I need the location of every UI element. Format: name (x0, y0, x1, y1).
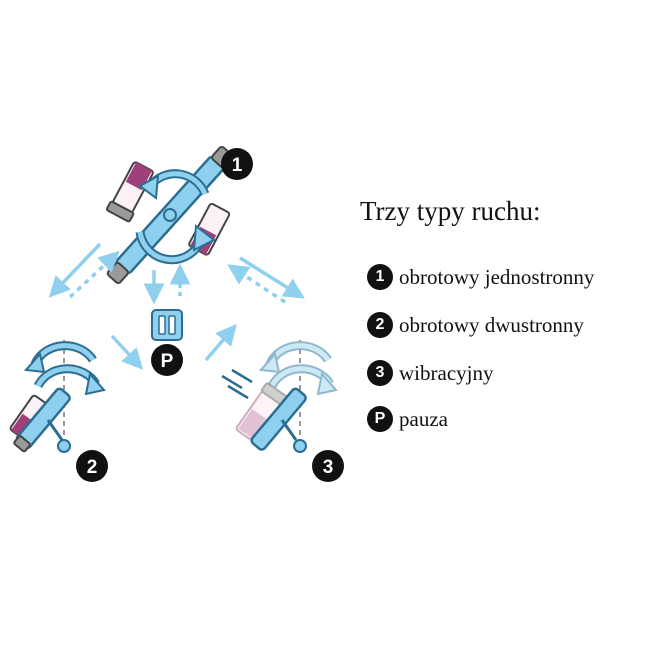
marker-one: 1 (221, 148, 253, 180)
legend-item-label: pauza (399, 406, 448, 431)
legend-item-two: 2 obrotowy dwustronny (367, 312, 584, 338)
legend-item-three: 3 wibracyjny (367, 360, 493, 386)
tube-icon (106, 161, 154, 223)
rotor-two-bidirectional (9, 340, 106, 453)
transition-arrows (48, 242, 305, 370)
rotor-hub (163, 208, 177, 222)
pause-badge-icon: P (367, 406, 393, 432)
number-three-badge-icon: 3 (367, 360, 393, 386)
number-one-badge-icon: 1 (367, 264, 393, 290)
number-two-badge-icon: 2 (367, 312, 393, 338)
legend-item-pause: P pauza (367, 406, 448, 432)
marker-two-label: 2 (87, 457, 98, 478)
legend-item-label: wibracyjny (399, 360, 494, 385)
marker-one-label: 1 (232, 155, 243, 176)
vibration-arrows-icon (221, 368, 253, 400)
legend-item-one: 1 obrotowy jednostronny (367, 264, 594, 290)
marker-three-label: 3 (323, 457, 334, 478)
legend-item-label: obrotowy dwustronny (399, 312, 584, 337)
rotator-motion-diagram: 1 P 2 3 (9, 145, 344, 482)
rotor-one-unidirectional (106, 145, 234, 285)
rotor-three-vibration (221, 340, 338, 453)
legend-title: Trzy typy ruchu: (360, 196, 541, 226)
pause-button-icon (151, 309, 183, 341)
legend-item-label: obrotowy jednostronny (399, 264, 595, 289)
marker-two: 2 (76, 450, 108, 482)
marker-three: 3 (312, 450, 344, 482)
marker-pause: P (151, 344, 183, 376)
marker-pause-label: P (161, 351, 174, 372)
